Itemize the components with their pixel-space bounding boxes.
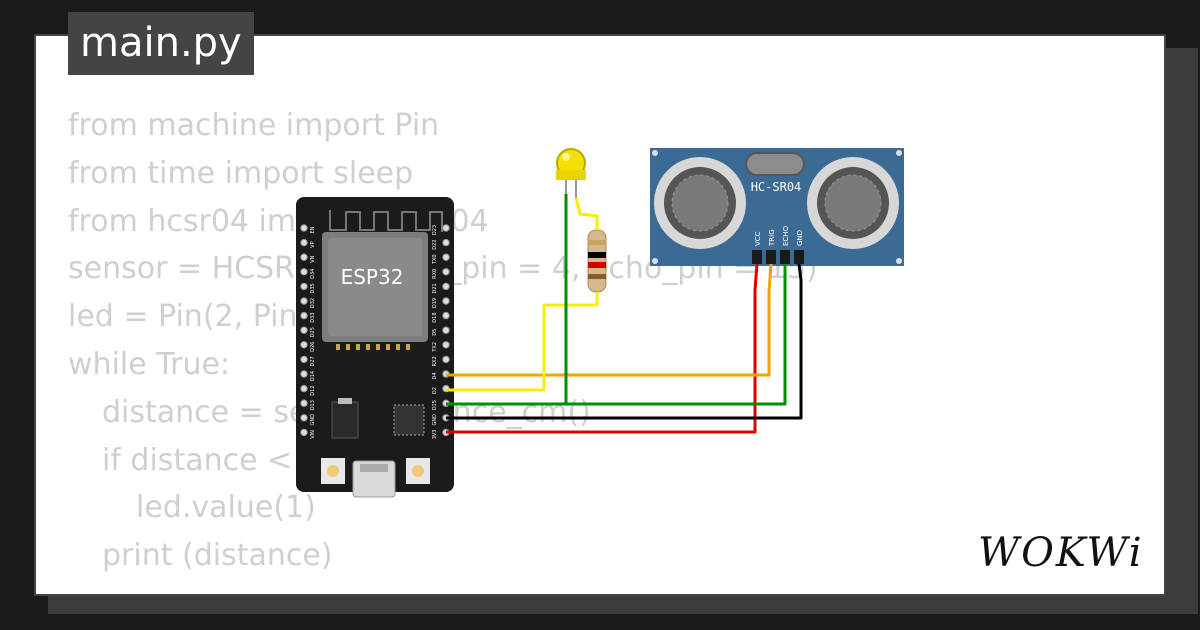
pin-label: D32 [310,298,316,308]
pin-label: D19 [432,298,438,308]
pin-label: D18 [432,312,438,322]
code-line: led.value(1) [136,490,316,526]
pin-hole[interactable] [442,253,450,261]
pin-hole[interactable] [300,428,308,437]
pin-label: TX0 [432,254,438,265]
antenna-trace [329,210,443,232]
pin-label: D13 [310,400,316,410]
pin-hole[interactable] [300,297,308,305]
wire-led-signal [446,292,599,392]
pin-label: D14 [310,371,316,381]
pin-label: RX0 [432,269,438,279]
wires [446,194,803,434]
ultrasonic-transmitter [654,157,746,249]
pin-label: D35 [310,283,316,293]
yellow-led[interactable] [556,148,586,198]
en-button[interactable] [406,458,430,484]
pin-label: D27 [310,356,316,366]
pin-hole[interactable] [442,224,450,232]
pin-label: TX2 [432,342,438,353]
pin-hole[interactable] [300,414,308,422]
pin-label: RX2 [432,356,438,366]
pin-label: 3V3 [432,430,438,440]
wire-echo [446,264,787,406]
usb-chip [393,404,425,436]
code-line: from machine import Pin [68,108,440,143]
pin-label: GND [310,414,316,426]
pin-hole[interactable] [300,224,308,232]
pin-hole[interactable] [300,355,308,364]
resistor[interactable] [587,229,607,293]
pin-hole[interactable] [442,238,450,247]
pin-hole[interactable] [442,311,450,320]
pin-label: VIN [310,430,316,439]
logo-text: WOKWi [978,530,1144,576]
pin-hole[interactable] [300,341,308,349]
pin-hole[interactable] [442,282,450,291]
voltage-regulator [331,401,359,439]
sensor-label: HC-SR04 [751,180,802,194]
sensor-pin-label: ECHO [782,225,790,246]
pin-hole[interactable] [300,253,308,261]
wire-led-resistor [574,197,599,230]
wire-led-gnd [446,194,568,406]
pin-hole[interactable] [300,268,308,276]
code-line: print (distance) [102,538,333,574]
pin-hole[interactable] [300,384,308,393]
pin-label: D4 [432,372,438,379]
sensor-pin-label: GND [796,230,804,246]
wire-trig [446,263,773,377]
pin-hole[interactable] [300,311,308,320]
pin-hole[interactable] [300,238,308,247]
hc-sr04-sensor[interactable]: HC-SR04 VCC TRIG ECHO GND [650,148,904,266]
preview-card [34,34,1166,596]
boot-button[interactable] [321,458,345,484]
code-line: while True: [68,346,231,382]
sensor-pin-label: TRIG [768,229,776,247]
crystal [745,152,805,176]
pin-label: D33 [310,312,316,322]
pin-hole[interactable] [442,355,450,364]
pin-hole[interactable] [300,399,308,407]
pin-hole[interactable] [442,341,450,349]
pin-hole[interactable] [300,370,308,378]
ultrasonic-receiver [807,157,899,249]
pin-label: EN [310,226,316,233]
pin-label: GND [432,414,438,426]
pin-label: D15 [432,400,438,410]
wokwi-logo[interactable]: WOKWi [976,526,1150,576]
pin-label: D5 [432,329,438,336]
esp32-board[interactable]: ESP32 ENVPVND34D35D32D33D25D26D27D14D12D… [296,197,454,498]
pin-label: D25 [310,327,316,337]
pin-label: D21 [432,283,438,293]
code-line: from time import sleep [68,155,414,191]
esp32-label: ESP32 [341,265,404,289]
sensor-pin-label: VCC [754,231,762,246]
pin-hole[interactable] [442,326,450,334]
wire-vcc [446,263,759,434]
wire-gnd [446,263,803,420]
pin-label: VP [310,241,316,247]
pin-hole[interactable] [300,326,308,334]
file-name-tab[interactable]: main.py [68,12,254,75]
pin-label: D12 [310,385,316,395]
pin-label: D34 [310,269,316,279]
pin-hole[interactable] [442,268,450,276]
pin-label: D26 [310,342,316,352]
pin-label: VN [310,255,316,262]
pin-label: D22 [432,239,438,249]
pin-hole[interactable] [300,282,308,291]
pin-label: D23 [432,225,438,235]
pin-label: D2 [432,387,438,394]
pin-hole[interactable] [442,297,450,305]
